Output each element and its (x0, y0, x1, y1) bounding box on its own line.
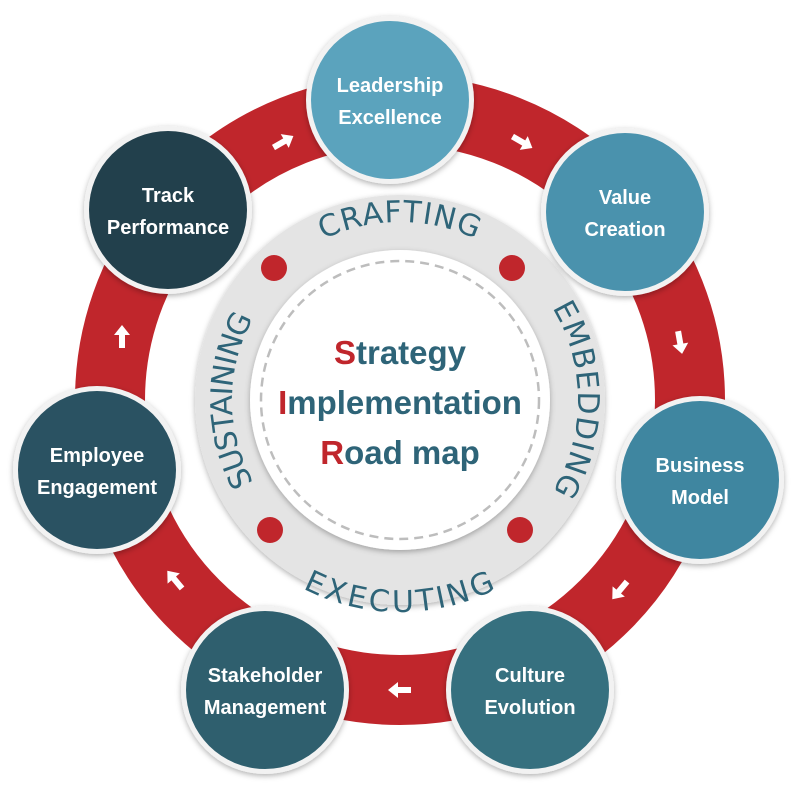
node-circle (451, 611, 609, 769)
center-line-2: Implementation (278, 384, 522, 421)
center-line-1: Strategy (334, 334, 467, 371)
node-label-line: Engagement (37, 477, 157, 499)
node-circle (546, 133, 704, 291)
arrow-icon (114, 325, 130, 348)
arrow-icon (167, 570, 185, 591)
arrow-icon (612, 579, 630, 600)
center-disc (250, 250, 550, 550)
node-label-line: Employee (50, 445, 144, 467)
dashed-circle (259, 259, 541, 541)
node-label-line: Creation (584, 219, 665, 241)
arrow-icon (271, 134, 294, 151)
node-label-line: Performance (107, 217, 229, 239)
red-dot (261, 255, 287, 281)
node-circle (18, 391, 176, 549)
node-circle (89, 131, 247, 289)
node-label-line: Leadership (337, 75, 444, 97)
red-dot (499, 255, 525, 281)
arrow-icon (672, 330, 689, 354)
node-label-line: Track (142, 185, 195, 207)
node-label-line: Model (671, 487, 729, 509)
arrow-icon (510, 133, 533, 150)
node-circle (311, 21, 469, 179)
red-dot (507, 517, 533, 543)
flow-arrows (114, 133, 689, 698)
node-label-line: Stakeholder (208, 665, 323, 687)
center-title: Strategy Implementation Road map (278, 334, 522, 471)
node-label-line: Business (656, 455, 745, 477)
red-dot (257, 517, 283, 543)
node-label-line: Culture (495, 665, 565, 687)
arrow-icon (388, 682, 411, 698)
node-label-line: Management (204, 697, 327, 719)
node-label-line: Evolution (484, 697, 575, 719)
node-label-line: Value (599, 187, 651, 209)
node-circle (186, 611, 344, 769)
node-label-line: Excellence (338, 107, 441, 129)
center-line-3: Road map (320, 434, 480, 471)
node-circle (621, 401, 779, 559)
